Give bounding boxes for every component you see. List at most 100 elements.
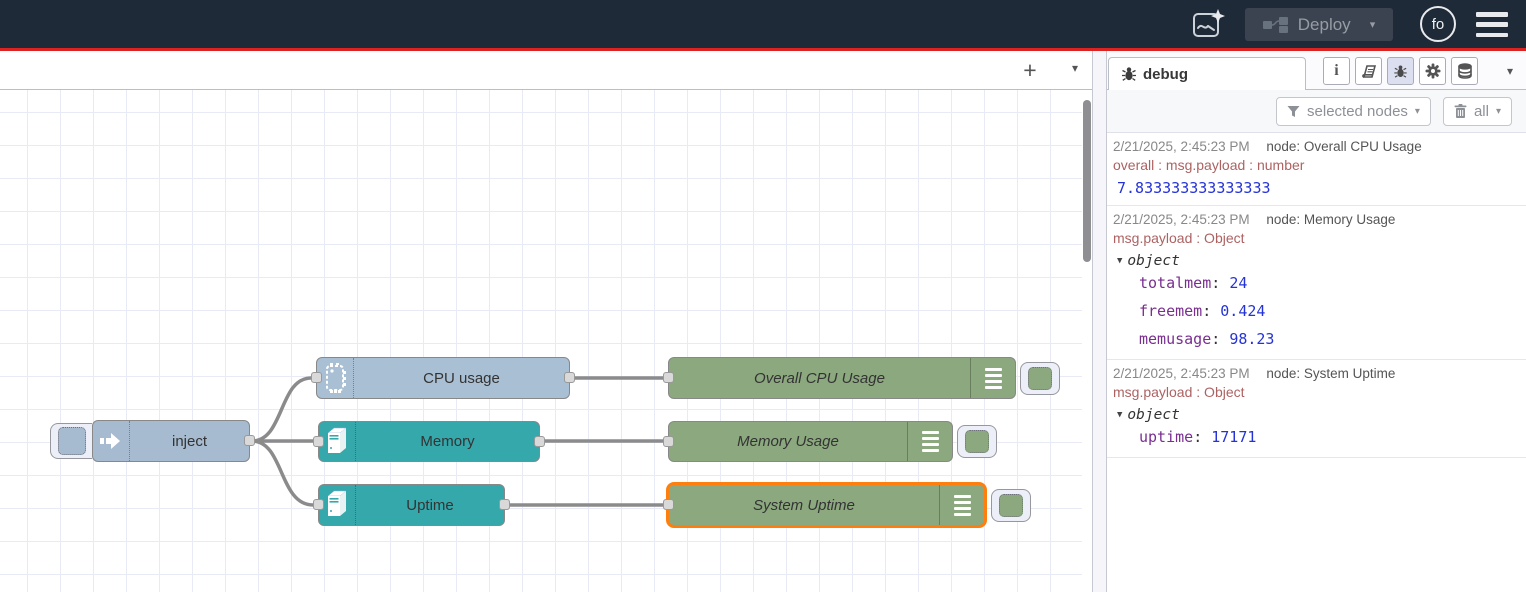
tab-help-icon[interactable]: [1355, 57, 1382, 85]
debug-list-icon: [907, 422, 952, 461]
deploy-icon: [1262, 16, 1289, 34]
debug-enable-toggle[interactable]: [991, 489, 1031, 522]
object-label: object: [1127, 407, 1180, 423]
object-entry: totalmem24: [1113, 269, 1518, 297]
flow-canvas[interactable]: inject CPU usage: [0, 90, 1092, 592]
tab-debug-messages-icon[interactable]: [1387, 57, 1414, 85]
tab-config-gear-icon[interactable]: [1419, 57, 1446, 85]
debug-enable-toggle[interactable]: [957, 425, 997, 458]
message-timestamp: 2/21/2025, 2:45:23 PM: [1113, 212, 1250, 227]
node-label: Overall CPU Usage: [754, 369, 885, 387]
debug-list-icon: [939, 485, 984, 525]
input-port[interactable]: [311, 372, 322, 383]
tab-debug[interactable]: debug: [1108, 57, 1306, 90]
expander-caret-icon[interactable]: ▼: [1117, 410, 1123, 420]
tab-debug-label: debug: [1143, 65, 1188, 83]
object-expander[interactable]: ▼ object: [1113, 402, 1518, 423]
message-source-node: node: Memory Usage: [1266, 212, 1396, 227]
input-port[interactable]: [663, 372, 674, 383]
clear-label: all: [1473, 102, 1489, 120]
node-uptime[interactable]: Uptime: [313, 484, 510, 526]
node-memory[interactable]: Memory: [313, 421, 545, 462]
message-source-node: node: System Uptime: [1266, 366, 1396, 381]
output-port[interactable]: [499, 499, 510, 510]
debug-message-list: 2/21/2025, 2:45:23 PM node: Overall CPU …: [1107, 133, 1526, 592]
object-expander[interactable]: ▼ object: [1113, 248, 1518, 269]
message-property: overall : msg.payload : number: [1113, 157, 1305, 173]
entry-value: 98.23: [1229, 330, 1275, 348]
wire[interactable]: [250, 376, 313, 443]
add-flow-button[interactable]: +: [1023, 56, 1037, 83]
message-meta: 2/21/2025, 2:45:23 PM node: System Uptim…: [1113, 364, 1518, 383]
deploy-label: Deploy: [1297, 14, 1351, 34]
entry-value: 17171: [1211, 428, 1257, 446]
cpu-chip-icon: [317, 358, 354, 398]
input-port[interactable]: [313, 435, 324, 447]
message-value: 7.833333333333333: [1117, 179, 1271, 197]
clear-caret-icon: ▾: [1495, 105, 1501, 117]
filter-funnel-icon: [1287, 105, 1300, 118]
node-debug-system-uptime[interactable]: System Uptime: [663, 482, 987, 528]
debug-enable-toggle[interactable]: [1020, 362, 1060, 395]
debug-message[interactable]: 2/21/2025, 2:45:23 PM node: Memory Usage…: [1107, 206, 1526, 360]
output-port[interactable]: [564, 372, 575, 383]
inject-trigger-button[interactable]: [50, 423, 92, 459]
output-port[interactable]: [534, 435, 545, 447]
object-entry: freemem0.424: [1113, 297, 1518, 325]
node-label: System Uptime: [753, 496, 855, 514]
tab-info-icon[interactable]: i: [1323, 57, 1350, 85]
canvas-region: + ▾: [0, 51, 1092, 592]
avatar-initials: fo: [1431, 15, 1445, 33]
debug-list-icon: [970, 358, 1015, 398]
wires-layer: [250, 376, 665, 507]
trash-icon: [1454, 104, 1467, 118]
wire[interactable]: [250, 439, 315, 507]
scrollbar-thumb[interactable]: [1083, 100, 1091, 262]
entry-key: uptime: [1139, 428, 1211, 446]
output-port[interactable]: [244, 435, 255, 446]
node-cpu-usage[interactable]: CPU usage: [311, 357, 575, 399]
debug-filter-button[interactable]: selected nodes ▾: [1276, 96, 1431, 126]
object-label: object: [1127, 253, 1180, 269]
message-timestamp: 2/21/2025, 2:45:23 PM: [1113, 366, 1250, 381]
input-port[interactable]: [663, 435, 674, 447]
sidebar-menu-caret-icon[interactable]: ▾: [1506, 64, 1513, 78]
message-property: msg.payload : Object: [1113, 384, 1245, 400]
header-accent-line: [0, 48, 1526, 51]
inject-arrow-icon: [93, 421, 130, 461]
entry-key: totalmem: [1139, 274, 1229, 292]
node-debug-overall-cpu[interactable]: Overall CPU Usage: [663, 357, 1016, 399]
deploy-button[interactable]: Deploy ▾: [1245, 8, 1393, 41]
entry-key: freemem: [1139, 302, 1220, 320]
message-timestamp: 2/21/2025, 2:45:23 PM: [1113, 139, 1250, 154]
computer-tower-icon: [319, 422, 356, 461]
message-source-node: node: Overall CPU Usage: [1266, 139, 1422, 154]
sidebar-resize-handle[interactable]: [1092, 51, 1107, 592]
tab-context-data-icon[interactable]: [1451, 57, 1478, 85]
node-label: Memory Usage: [737, 433, 839, 450]
input-port[interactable]: [663, 499, 674, 510]
node-label: Uptime: [406, 496, 454, 514]
node-inject[interactable]: inject: [92, 420, 255, 462]
debug-clear-button[interactable]: all ▾: [1442, 96, 1512, 126]
debug-toggle-inner: [965, 430, 989, 453]
canvas-scrollbar[interactable]: [1082, 90, 1092, 592]
debug-message[interactable]: 2/21/2025, 2:45:23 PM node: System Uptim…: [1107, 360, 1526, 458]
entry-key: memusage: [1139, 330, 1229, 348]
debug-toggle-inner: [999, 494, 1023, 517]
main-menu-icon[interactable]: [1475, 12, 1509, 37]
debug-sidebar: debug i: [1107, 51, 1526, 592]
debug-message[interactable]: 2/21/2025, 2:45:23 PM node: Overall CPU …: [1107, 133, 1526, 206]
deploy-caret-icon[interactable]: ▾: [1369, 19, 1376, 31]
entry-value: 0.424: [1220, 302, 1266, 320]
node-debug-memory-usage[interactable]: Memory Usage: [663, 421, 953, 462]
user-avatar[interactable]: fo: [1420, 6, 1456, 42]
bug-icon: [1121, 66, 1137, 82]
expander-caret-icon[interactable]: ▼: [1117, 256, 1123, 266]
computer-tower-icon: [319, 485, 356, 525]
flow-list-caret-icon[interactable]: ▾: [1071, 61, 1078, 75]
assistant-flow-icon[interactable]: [1190, 7, 1226, 41]
input-port[interactable]: [313, 499, 324, 510]
debug-toggle-inner: [1028, 367, 1052, 390]
flow-tabbar: + ▾: [0, 51, 1092, 90]
